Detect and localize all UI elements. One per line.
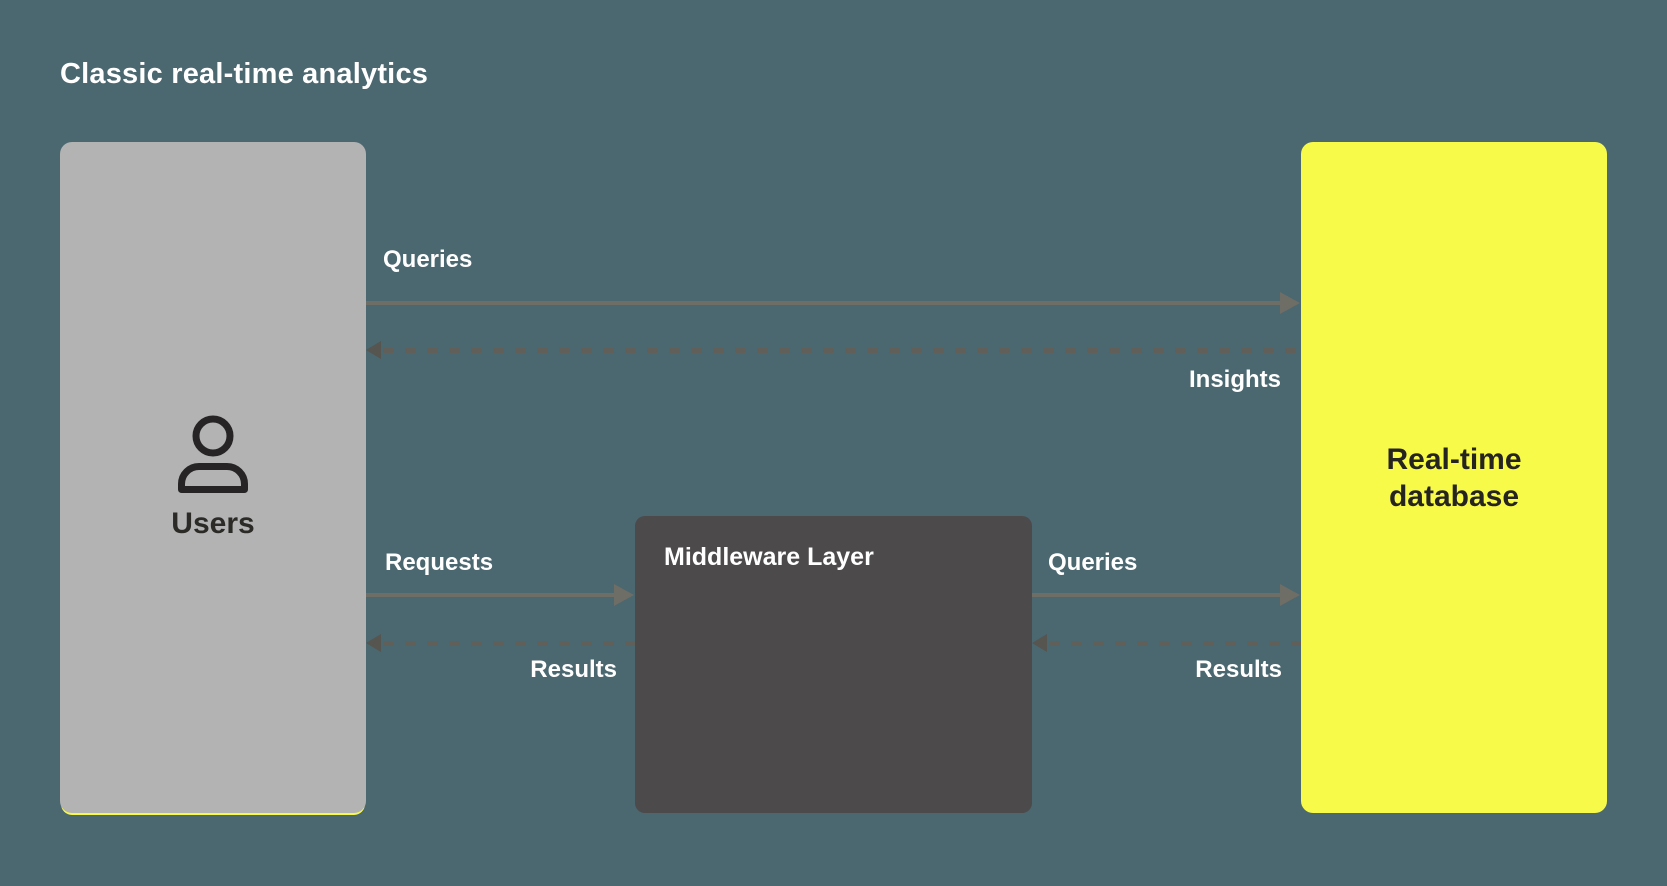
node-database: Real-time database <box>1301 142 1607 813</box>
arrowhead-right-icon <box>1280 584 1300 606</box>
node-middleware: Middleware Layer <box>635 516 1032 813</box>
edge-label-requests: Requests <box>385 549 494 576</box>
edge-label-results-left: Results <box>530 656 617 683</box>
edge-label-insights: Insights <box>1188 366 1281 393</box>
arrow-results-database-to-middleware <box>1032 632 1301 654</box>
arrow-queries-users-to-database <box>366 292 1300 314</box>
arrow-line <box>1032 593 1284 597</box>
arrow-results-middleware-to-users <box>366 632 635 654</box>
arrow-line-dashed <box>383 641 635 646</box>
person-icon <box>178 415 248 493</box>
database-node-label: Real-time database <box>1386 442 1522 513</box>
users-node-label: Users <box>171 507 255 540</box>
arrow-line <box>366 593 618 597</box>
edge-label-results-right: Results <box>1195 656 1282 683</box>
arrowhead-right-icon <box>614 584 634 606</box>
arrow-line-dashed <box>383 348 1301 353</box>
edge-label-queries-top: Queries <box>383 246 473 273</box>
arrowhead-left-icon <box>366 634 381 652</box>
arrow-queries-middleware-to-database <box>1032 584 1300 606</box>
arrowhead-left-icon <box>366 341 381 359</box>
arrow-line-dashed <box>1049 641 1301 646</box>
arrow-line <box>366 301 1284 305</box>
node-users: Users <box>60 142 366 813</box>
arrow-insights-database-to-users <box>366 339 1301 361</box>
arrowhead-right-icon <box>1280 292 1300 314</box>
arrow-requests-users-to-middleware <box>366 584 634 606</box>
edge-label-queries-right: Queries <box>1048 549 1138 576</box>
middleware-node-label: Middleware Layer <box>664 543 874 571</box>
arrowhead-left-icon <box>1032 634 1047 652</box>
diagram-title: Classic real-time analytics <box>60 58 429 90</box>
